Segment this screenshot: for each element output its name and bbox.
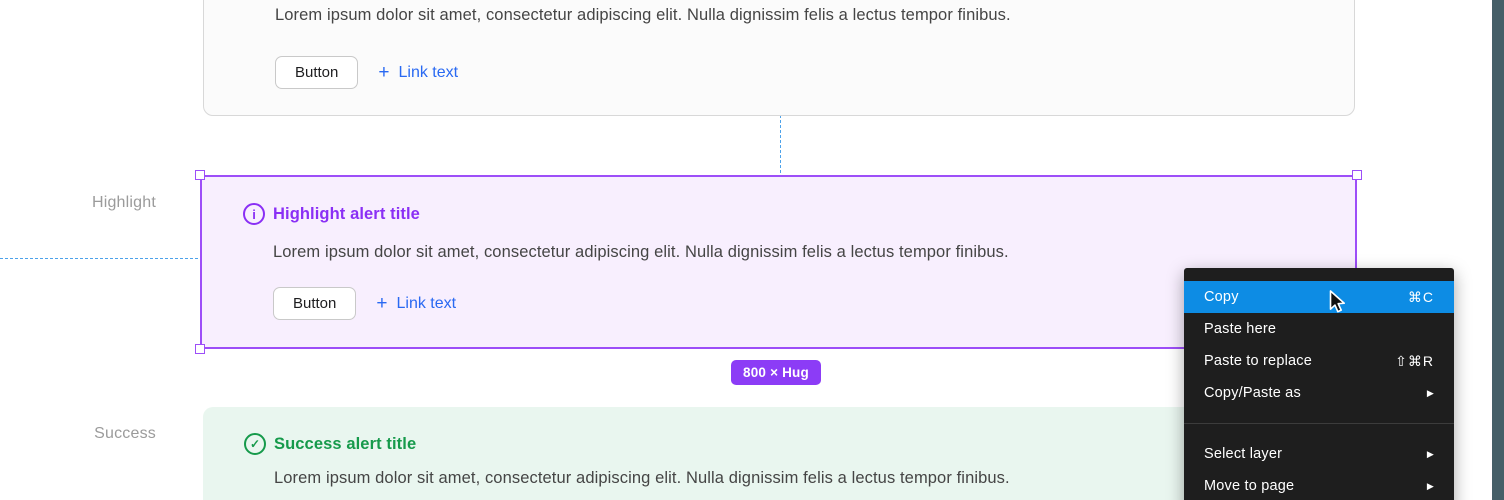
plus-icon: + <box>376 293 388 314</box>
selection-handle-top-left[interactable] <box>195 170 205 180</box>
alert-title: Highlight alert title <box>273 205 420 223</box>
alert-body-text: Lorem ipsum dolor sit amet, consectetur … <box>273 243 1009 261</box>
alert-card-success[interactable]: ✓ Success alert title Lorem ipsum dolor … <box>203 407 1355 500</box>
menu-item-move-to-page[interactable]: Move to page ▶ <box>1184 470 1454 500</box>
menu-shortcut: ⌘C <box>1407 288 1434 305</box>
context-menu: Copy ⌘C Paste here Paste to replace ⇧⌘R … <box>1184 268 1454 500</box>
horizontal-alignment-guide <box>0 258 198 259</box>
plus-icon: + <box>378 62 390 83</box>
alert-body-text: Lorem ipsum dolor sit amet, consectetur … <box>275 6 1011 24</box>
submenu-arrow-icon: ▶ <box>1426 448 1434 459</box>
menu-item-paste-to-replace[interactable]: Paste to replace ⇧⌘R <box>1184 345 1454 377</box>
menu-item-paste-here[interactable]: Paste here <box>1184 313 1454 345</box>
alert-card-default[interactable]: Lorem ipsum dolor sit amet, consectetur … <box>203 0 1355 116</box>
alert-card-highlight[interactable]: i Highlight alert title Lorem ipsum dolo… <box>200 175 1357 349</box>
menu-item-label: Select layer <box>1204 446 1283 462</box>
section-label-success: Success <box>94 425 156 442</box>
menu-item-copy-paste-as[interactable]: Copy/Paste as ▶ <box>1184 377 1454 409</box>
submenu-arrow-icon: ▶ <box>1426 480 1434 491</box>
menu-item-select-layer[interactable]: Select layer ▶ <box>1184 438 1454 470</box>
alert-actions: Button + Link text <box>275 56 458 89</box>
alert-link[interactable]: + Link text <box>378 63 458 82</box>
check-circle-icon: ✓ <box>244 433 266 455</box>
selection-handle-bottom-left[interactable] <box>195 344 205 354</box>
selection-handle-top-right[interactable] <box>1352 170 1362 180</box>
menu-item-label: Paste to replace <box>1204 353 1312 369</box>
menu-item-copy[interactable]: Copy ⌘C <box>1184 281 1454 313</box>
selection-size-badge: 800 × Hug <box>731 360 821 385</box>
mouse-cursor-icon <box>1329 290 1346 313</box>
info-circle-icon: i <box>243 203 265 225</box>
menu-item-label: Copy/Paste as <box>1204 385 1301 401</box>
link-label: Link text <box>398 63 459 81</box>
menu-item-label: Paste here <box>1204 321 1277 337</box>
link-label: Link text <box>396 294 457 312</box>
alert-actions: Button + Link text <box>273 287 456 320</box>
menu-item-label: Move to page <box>1204 478 1295 494</box>
alert-button[interactable]: Button <box>275 56 359 89</box>
submenu-arrow-icon: ▶ <box>1426 387 1434 398</box>
menu-divider <box>1184 423 1454 424</box>
alert-button[interactable]: Button <box>273 287 357 320</box>
alert-body-text: Lorem ipsum dolor sit amet, consectetur … <box>274 469 1010 487</box>
alert-link[interactable]: + Link text <box>376 294 456 313</box>
menu-shortcut: ⇧⌘R <box>1395 352 1434 369</box>
alert-title: Success alert title <box>274 435 417 453</box>
section-label-highlight: Highlight <box>91 194 156 211</box>
canvas-edge-panel <box>1492 0 1504 500</box>
menu-item-label: Copy <box>1204 289 1239 305</box>
